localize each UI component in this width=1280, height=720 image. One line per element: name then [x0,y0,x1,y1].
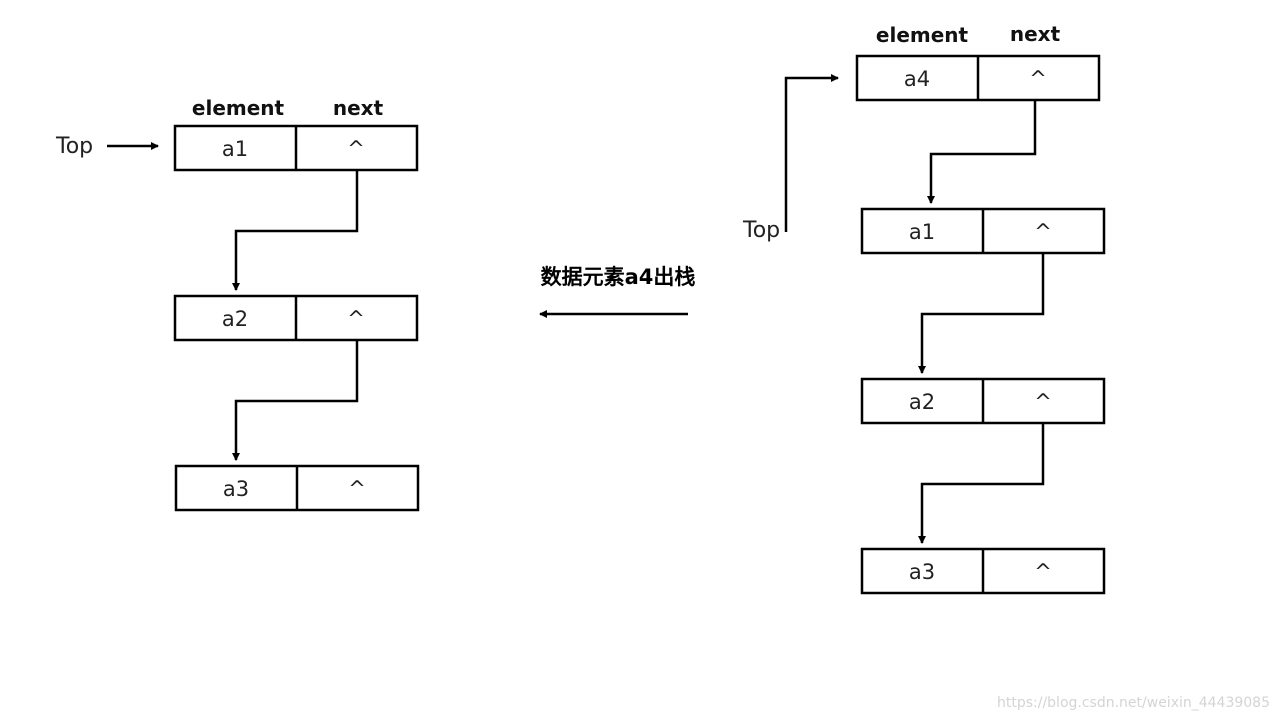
left-node-1-next: ^ [347,137,365,161]
right-header-element: element [876,23,969,47]
right-node-1: a4 ^ [855,54,1101,102]
right-node-3-next: ^ [1034,390,1052,414]
left-top-label: Top [55,134,93,159]
left-node-3: a3 ^ [174,464,420,512]
right-link-3-4 [918,423,1045,544]
right-node-3-element: a2 [909,390,935,414]
operation-caption: 数据元素a4出栈 [541,265,696,289]
right-node-4-element: a3 [909,560,935,584]
left-header-next: next [333,96,384,120]
right-node-4-next: ^ [1034,560,1052,584]
right-header-next: next [1010,22,1061,46]
left-link-2-3 [232,340,359,461]
right-link-1-2 [927,100,1037,204]
right-node-2-next: ^ [1034,220,1052,244]
right-node-4: a3 ^ [860,547,1106,595]
left-node-2-next: ^ [347,307,365,331]
operation: 数据元素a4出栈 [539,265,696,318]
right-top-label: Top [742,218,780,243]
watermark: https://blog.csdn.net/weixin_44439085 [997,695,1270,711]
left-header-element: element [192,96,285,120]
right-link-2-3 [918,253,1045,374]
left-stack: element next Top a1 ^ a2 ^ a3 ^ [55,96,420,512]
right-node-2: a1 ^ [860,207,1106,255]
right-node-1-next: ^ [1029,67,1047,91]
left-node-3-next: ^ [348,477,366,501]
left-node-3-element: a3 [223,477,249,501]
right-top-arrow [784,74,839,232]
left-node-2: a2 ^ [173,294,419,342]
right-node-1-element: a4 [904,67,930,91]
left-node-1-element: a1 [222,137,248,161]
left-link-1-2 [232,170,359,291]
left-node-2-element: a2 [222,307,248,331]
right-node-2-element: a1 [909,220,935,244]
right-node-3: a2 ^ [860,377,1106,425]
right-stack: element next Top a4 ^ a1 ^ a2 ^ [742,22,1106,595]
left-node-1: a1 ^ [173,124,419,172]
